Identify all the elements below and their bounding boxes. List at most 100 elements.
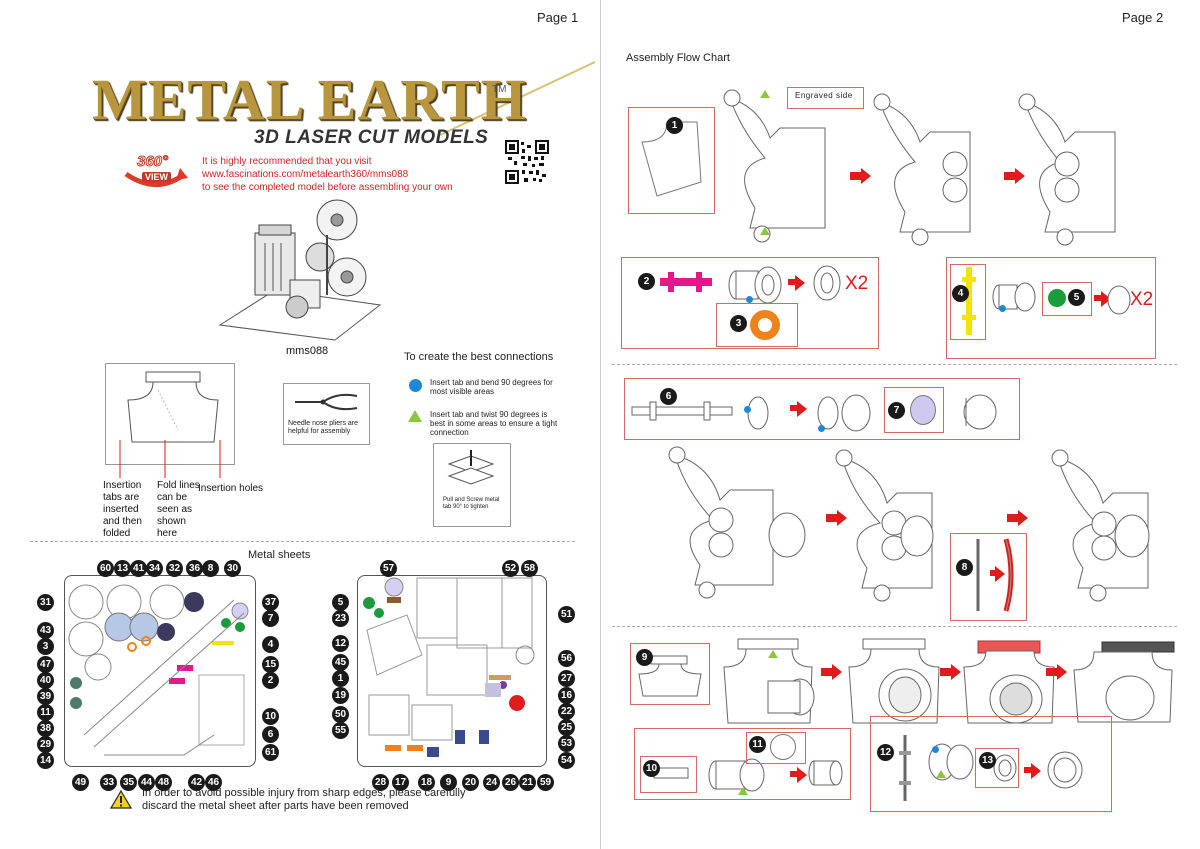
engraved-side-label: Engraved side bbox=[795, 91, 853, 100]
warning-icon bbox=[109, 789, 133, 809]
step-12-13-box bbox=[870, 716, 1112, 812]
flow-arrow bbox=[790, 767, 807, 783]
sheet-1-part-number: 15 bbox=[262, 656, 279, 673]
sheet-2-part-number: 16 bbox=[558, 687, 575, 704]
sheet-2-part-number: 57 bbox=[380, 560, 397, 577]
step-11-detail-box bbox=[746, 732, 806, 764]
frame-stage-6 bbox=[1051, 449, 1150, 602]
sheet-1-part-number: 38 bbox=[37, 720, 54, 737]
frame-stage-2 bbox=[873, 93, 971, 246]
step-10-detail-box bbox=[640, 756, 697, 793]
spool-result bbox=[813, 265, 841, 301]
flow-arrow bbox=[821, 664, 842, 680]
sheet-1-part-number: 44 bbox=[138, 774, 155, 791]
sheet-2-part-number: 26 bbox=[502, 774, 519, 791]
warning-text: In order to avoid possible injury from s… bbox=[142, 787, 466, 812]
blue-dot-marker bbox=[999, 305, 1006, 312]
sheet-2-part-number: 45 bbox=[332, 654, 349, 671]
sheet-2-part-number: 50 bbox=[332, 706, 349, 723]
label-insertion-holes: Insertion holes bbox=[198, 483, 264, 494]
pliers-note: Needle nose pliers are helpful for assem… bbox=[288, 420, 359, 435]
sheet-2-part-number: 58 bbox=[521, 560, 538, 577]
multiplier-x2: X2 bbox=[845, 273, 869, 294]
logo-swoosh bbox=[439, 61, 596, 136]
orange-washer-part bbox=[750, 310, 780, 340]
magenta-axle-part bbox=[660, 272, 712, 292]
sheet-1-part-number: 29 bbox=[37, 736, 54, 753]
sheet-1-part-number: 33 bbox=[100, 774, 117, 791]
tip-green: Insert tab and twist 90 degrees is best … bbox=[430, 410, 558, 437]
step-number-badge: 1 bbox=[666, 117, 683, 134]
drum-result bbox=[963, 394, 997, 430]
metal-sheets-title: Metal sheets bbox=[248, 549, 311, 561]
pliers-box bbox=[283, 383, 370, 445]
flow-chart-title: Assembly Flow Chart bbox=[626, 52, 730, 64]
step-8-parts bbox=[976, 538, 1014, 612]
ring-result bbox=[1047, 751, 1083, 789]
blue-dot-marker bbox=[818, 425, 825, 432]
sheet-1-part-number: 41 bbox=[130, 560, 147, 577]
flow-arrow bbox=[1046, 664, 1067, 680]
step-number-badge: 12 bbox=[877, 744, 894, 761]
sheet-1-part-number: 37 bbox=[262, 594, 279, 611]
sheet-2-part-number: 5 bbox=[332, 594, 349, 611]
blue-dot-marker bbox=[932, 746, 939, 753]
sheet-1-part-number: 31 bbox=[37, 594, 54, 611]
step-number-badge: 6 bbox=[660, 388, 677, 405]
section-divider bbox=[30, 541, 575, 542]
blue-dot-marker bbox=[746, 296, 753, 303]
step-number-badge: 7 bbox=[888, 402, 905, 419]
yellow-axle-part bbox=[962, 267, 976, 335]
step-number-badge: 9 bbox=[636, 649, 653, 666]
360-arrow-icon bbox=[124, 168, 188, 187]
sheet-2-part-number: 9 bbox=[440, 774, 457, 791]
metal-earth-logo: METAL EARTH bbox=[92, 67, 527, 132]
screw-tab-box bbox=[433, 443, 511, 527]
flow-arrow bbox=[826, 510, 847, 526]
projector-model-illustration bbox=[218, 199, 382, 341]
sheet-1-part-number: 49 bbox=[72, 774, 89, 791]
sheet-2-part-number: 51 bbox=[558, 606, 575, 623]
page-1-label: Page 1 bbox=[537, 10, 579, 25]
flow-arrow bbox=[790, 401, 807, 417]
step-6-7-box bbox=[624, 378, 1020, 440]
360-view-badge[interactable]: 360° VIEW bbox=[120, 150, 190, 194]
sheet-2-part-number: 55 bbox=[332, 722, 349, 739]
sheet-2-part-number: 12 bbox=[332, 635, 349, 652]
step-13-detail-box bbox=[975, 748, 1019, 788]
green-triangle-icon bbox=[408, 410, 422, 422]
step-number-badge: 2 bbox=[638, 273, 655, 290]
sheet-1-part-number: 30 bbox=[224, 560, 241, 577]
recommend-url-link[interactable]: www.fascinations.com/metalearth360/mms08… bbox=[202, 169, 409, 180]
step-number-badge: 5 bbox=[1068, 289, 1085, 306]
flow-arrow bbox=[940, 664, 961, 680]
sheet-1-part-number: 7 bbox=[262, 610, 279, 627]
qr-code-icon[interactable] bbox=[505, 140, 549, 184]
sheet-2-part-number: 28 bbox=[372, 774, 389, 791]
sheet-2-part-number: 21 bbox=[519, 774, 536, 791]
step-7-detail-box bbox=[884, 387, 944, 433]
spool-assembly bbox=[728, 266, 782, 304]
step-6-axle bbox=[631, 401, 733, 421]
insertion-pointer-lines bbox=[119, 440, 221, 478]
insertion-part-diagram bbox=[127, 371, 219, 443]
screw-note: Pull and Screw metal tab 90° to tighten bbox=[443, 497, 500, 510]
sheet-1-part-number: 3 bbox=[37, 638, 54, 655]
sheet-2-part-number: 22 bbox=[558, 703, 575, 720]
spool-result-2 bbox=[1107, 285, 1131, 315]
multiplier-x2-b: X2 bbox=[1130, 289, 1154, 310]
metal-sheet-1 bbox=[64, 575, 256, 767]
lavender-disc-part bbox=[910, 395, 936, 425]
flow-arrow bbox=[990, 566, 1005, 582]
sheet-2-part-number: 54 bbox=[558, 752, 575, 769]
sheet-2-part-number: 56 bbox=[558, 650, 575, 667]
sheet-2-part-number: 17 bbox=[392, 774, 409, 791]
model-code: mms088 bbox=[286, 345, 329, 357]
sheet-1-part-number: 2 bbox=[262, 672, 279, 689]
insertion-diagram-box bbox=[105, 363, 235, 465]
needle-nose-pliers-icon bbox=[295, 393, 358, 411]
sheet-2-part-number: 19 bbox=[332, 687, 349, 704]
flow-arrow bbox=[1004, 168, 1025, 184]
section-divider bbox=[612, 626, 1177, 627]
frame-stage-1 bbox=[723, 89, 826, 243]
